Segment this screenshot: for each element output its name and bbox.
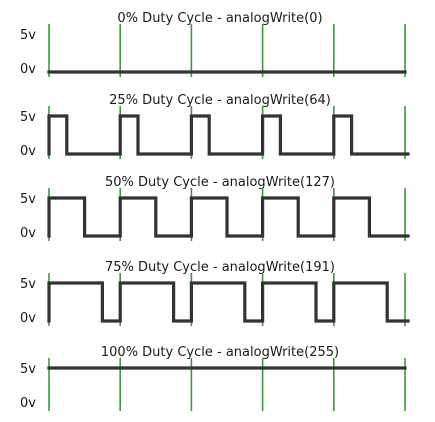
panel-title: 50% Duty Cycle - analogWrite(127) <box>105 175 335 190</box>
high-voltage-label: 5v <box>20 192 36 207</box>
pwm-panel-75: 75% Duty Cycle - analogWrite(191) 5v 0v <box>20 260 410 326</box>
pwm-panel-50: 50% Duty Cycle - analogWrite(127) 5v 0v <box>20 175 410 241</box>
high-voltage-label: 5v <box>20 110 36 125</box>
low-voltage-label: 0v <box>20 144 36 159</box>
low-voltage-label: 0v <box>20 62 36 77</box>
pwm-panel-25: 25% Duty Cycle - analogWrite(64) 5v 0v <box>20 93 410 159</box>
low-voltage-label: 0v <box>20 311 36 326</box>
panel-title: 75% Duty Cycle - analogWrite(191) <box>105 260 335 275</box>
panel-title: 100% Duty Cycle - analogWrite(255) <box>101 345 339 360</box>
pwm-waveform <box>47 114 410 156</box>
high-voltage-label: 5v <box>20 277 36 292</box>
pwm-panel-0: 0% Duty Cycle - analogWrite(0) 5v 0v <box>20 11 407 77</box>
low-voltage-label: 0v <box>20 226 36 241</box>
pwm-panel-100: 100% Duty Cycle - analogWrite(255) 5v 0v <box>20 345 407 411</box>
pwm-waveform <box>47 281 410 323</box>
high-voltage-label: 5v <box>20 362 36 377</box>
panel-title: 0% Duty Cycle - analogWrite(0) <box>117 11 322 26</box>
panel-title: 25% Duty Cycle - analogWrite(64) <box>109 93 331 108</box>
pwm-waveform <box>47 196 410 238</box>
high-voltage-label: 5v <box>20 28 36 43</box>
low-voltage-label: 0v <box>20 396 36 411</box>
